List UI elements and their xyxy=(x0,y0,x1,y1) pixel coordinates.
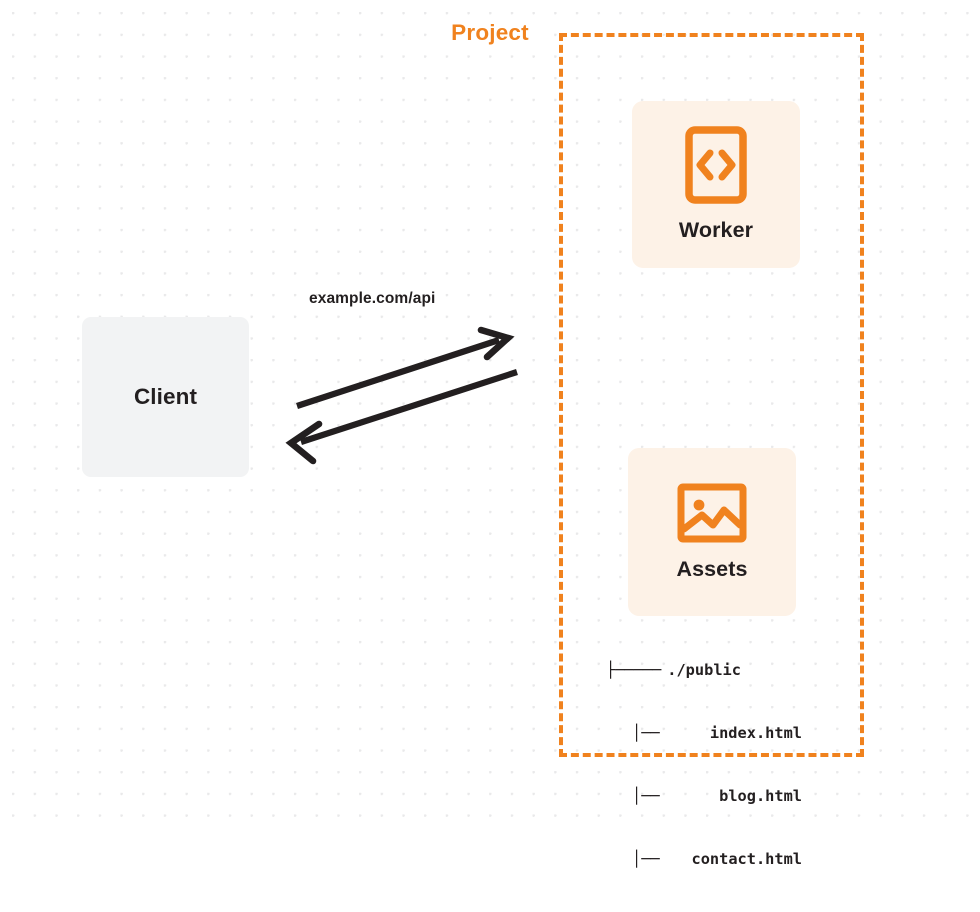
diagram-canvas: Client Project Worker Assets xyxy=(0,0,980,868)
tree-branch-glyph: ├───── xyxy=(606,661,662,679)
tree-item-label: ./public xyxy=(667,661,741,679)
tree-item-label: contact.html xyxy=(691,850,802,868)
connection-label: example.com/api xyxy=(309,290,436,307)
request-arrow xyxy=(296,326,515,409)
tree-row: │── blog.html xyxy=(606,786,802,807)
project-group xyxy=(559,33,864,757)
tree-branch-glyph: │── xyxy=(632,850,660,868)
tree-branch-glyph: │── xyxy=(632,787,660,805)
client-label: Client xyxy=(133,384,198,409)
tree-item-label: blog.html xyxy=(719,787,802,805)
worker-node[interactable]: Worker xyxy=(632,101,800,268)
assets-node[interactable]: Assets xyxy=(628,448,796,616)
assets-label: Assets xyxy=(676,556,748,581)
code-brackets-icon xyxy=(685,126,747,204)
project-label: Project xyxy=(444,20,536,46)
client-node[interactable]: Client xyxy=(82,317,249,477)
image-picture-icon xyxy=(677,483,747,543)
tree-row: │── contact.html xyxy=(606,849,802,870)
response-arrow xyxy=(285,369,518,465)
tree-branch-glyph: │── xyxy=(632,724,660,742)
tree-row: │── index.html xyxy=(606,723,802,744)
tree-item-label: index.html xyxy=(709,724,802,742)
tree-row: ├───── ./public xyxy=(606,660,802,681)
assets-file-tree: ├───── ./public │── index.html │── blog.… xyxy=(606,618,802,912)
worker-label: Worker xyxy=(678,218,754,242)
